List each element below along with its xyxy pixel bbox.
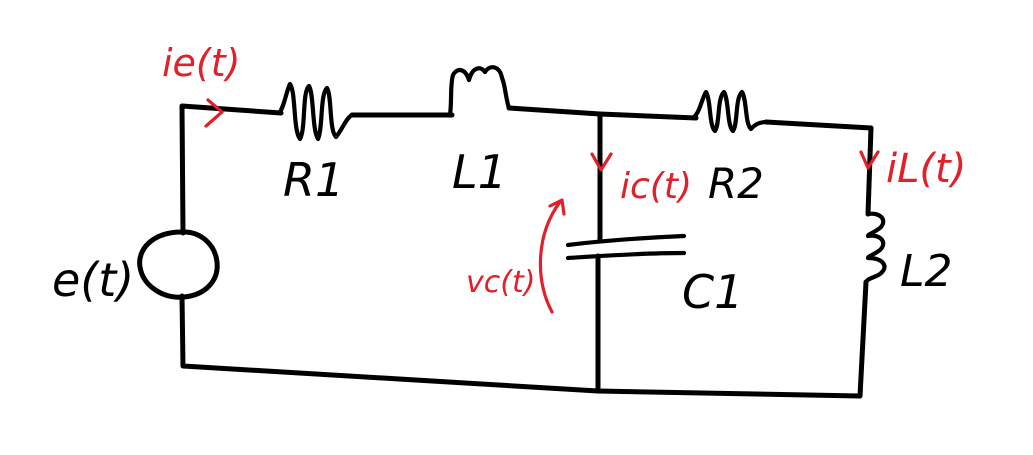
l2-label: L2: [900, 246, 953, 297]
wire-l1-node: [506, 105, 603, 117]
wire-left-bottom: [179, 293, 601, 394]
resistor-r1: [276, 81, 355, 142]
wire-node-r2: [597, 111, 699, 121]
vc-arrowhead-icon: [548, 198, 566, 216]
ic-arrow-icon: [590, 152, 613, 172]
r1-label-text: R1: [283, 153, 344, 207]
il-label: iL(t): [886, 146, 966, 192]
ie-label: ie(t): [162, 41, 241, 85]
ic-label: ic(t): [620, 166, 692, 207]
voltage-source: [137, 229, 220, 300]
wire-right-bottom: [857, 279, 869, 399]
r2-label-text: R2: [708, 159, 764, 208]
il-label-text: iL(t): [886, 146, 966, 192]
l2-label-text: L2: [900, 246, 953, 297]
ie-arrow-icon: [204, 98, 224, 128]
wire-r2-corner: [763, 119, 874, 131]
ie-label-text: ie(t): [162, 41, 241, 85]
capacitor-c1: [565, 233, 687, 261]
inductor-l1: [447, 65, 512, 118]
source-label-text: e(t): [52, 253, 134, 307]
source-label: e(t): [52, 253, 134, 307]
wire-right-top: [865, 125, 874, 217]
wire-left-top: [179, 103, 284, 236]
l1-label-text: L1: [452, 145, 507, 199]
wire-bottom-right: [595, 388, 863, 399]
vc-label-text: vc(t): [466, 265, 535, 300]
vc-curved-arrow-icon: [538, 200, 562, 314]
inductor-l2: [863, 211, 887, 285]
il-arrow-icon: [859, 150, 880, 170]
c1-label: C1: [682, 265, 743, 319]
vc-label: vc(t): [466, 265, 535, 300]
resistor-r2: [691, 89, 769, 134]
r1-label: R1: [283, 153, 344, 207]
r2-label: R2: [708, 159, 764, 208]
l1-label: L1: [452, 145, 507, 199]
c1-label-text: C1: [682, 265, 743, 319]
ic-label-text: ic(t): [620, 166, 692, 207]
